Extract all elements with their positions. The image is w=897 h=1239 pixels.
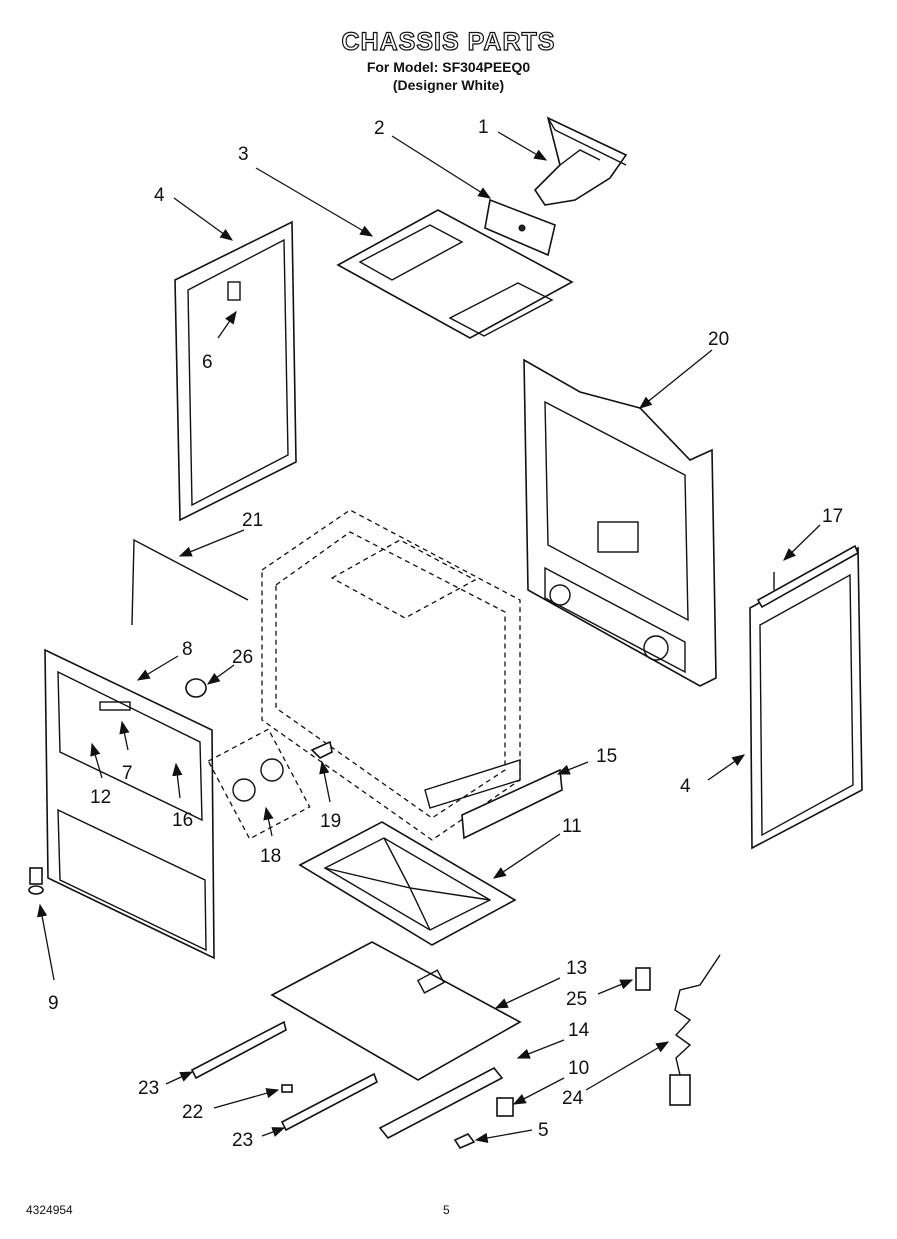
callout-4-right: 4: [680, 776, 691, 797]
page-number: 5: [443, 1203, 450, 1217]
callout-22: 22: [182, 1102, 203, 1123]
part-19-screw: [310, 740, 333, 759]
part-3-cooktop-tray: [336, 209, 574, 339]
part-23-rail-upper: [190, 1020, 287, 1080]
part-23-rail-lower: [280, 1072, 378, 1132]
part-14-rail: [378, 1066, 504, 1140]
color-line: (Designer White): [392, 77, 505, 93]
part-5-clip: [453, 1133, 476, 1150]
part-1-vent-duct: [533, 116, 628, 206]
callout-12: 12: [90, 787, 111, 808]
part-13-bottom-panel: [270, 941, 522, 1081]
callout-7: 7: [122, 763, 133, 784]
callout-19: 19: [320, 811, 341, 832]
callout-25: 25: [566, 989, 587, 1010]
part-9-leveling-leg: [28, 867, 44, 895]
callout-11: 11: [562, 816, 582, 837]
part-18-valve-assembly: [207, 728, 311, 840]
callout-5: 5: [538, 1120, 549, 1141]
page-title: CHASSIS PARTS: [341, 27, 556, 56]
part-4-side-panel-left: [174, 220, 297, 522]
part-11-broiler-pan: [298, 821, 517, 946]
part-20-rear-panel: [523, 358, 717, 687]
callout-3: 3: [238, 144, 249, 165]
callout-13: 13: [566, 958, 587, 979]
callout-4-left: 4: [154, 185, 165, 206]
part-10-spacer: [496, 1097, 514, 1117]
part-26-plug: [185, 678, 207, 698]
callout-16: 16: [172, 810, 193, 831]
callout-15: 15: [596, 746, 617, 767]
part-21-gasket: [131, 538, 249, 626]
oven-cavity: [261, 509, 521, 841]
callout-1: 1: [478, 117, 489, 138]
callout-6: 6: [202, 352, 213, 373]
callout-23-lower: 23: [232, 1130, 253, 1151]
part-17-trim-strip: [756, 544, 860, 609]
callout-2: 2: [374, 118, 385, 139]
part-15-trim-panel: [461, 768, 563, 840]
part-22-clip: [281, 1084, 293, 1093]
model-line: For Model: SF304PEEQ0: [366, 59, 531, 75]
part-25-bracket: [635, 967, 651, 991]
callout-9: 9: [48, 993, 59, 1014]
part-24-power-cord: [669, 954, 721, 1106]
callout-14: 14: [568, 1020, 590, 1041]
callout-17: 17: [822, 506, 843, 527]
document-number: 4324954: [26, 1203, 73, 1217]
part-2-bracket: [484, 198, 556, 257]
callout-24: 24: [562, 1088, 584, 1109]
part-8-front-frame: [44, 648, 215, 960]
callout-18: 18: [260, 846, 281, 867]
callout-21: 21: [242, 510, 263, 531]
part-4-side-panel-right: [749, 546, 863, 850]
callout-26: 26: [232, 647, 253, 668]
callout-8: 8: [182, 639, 193, 660]
leader-lines: [37, 131, 821, 1144]
callout-10: 10: [568, 1058, 589, 1079]
callout-23-upper: 23: [138, 1078, 159, 1099]
callout-20: 20: [708, 329, 729, 350]
